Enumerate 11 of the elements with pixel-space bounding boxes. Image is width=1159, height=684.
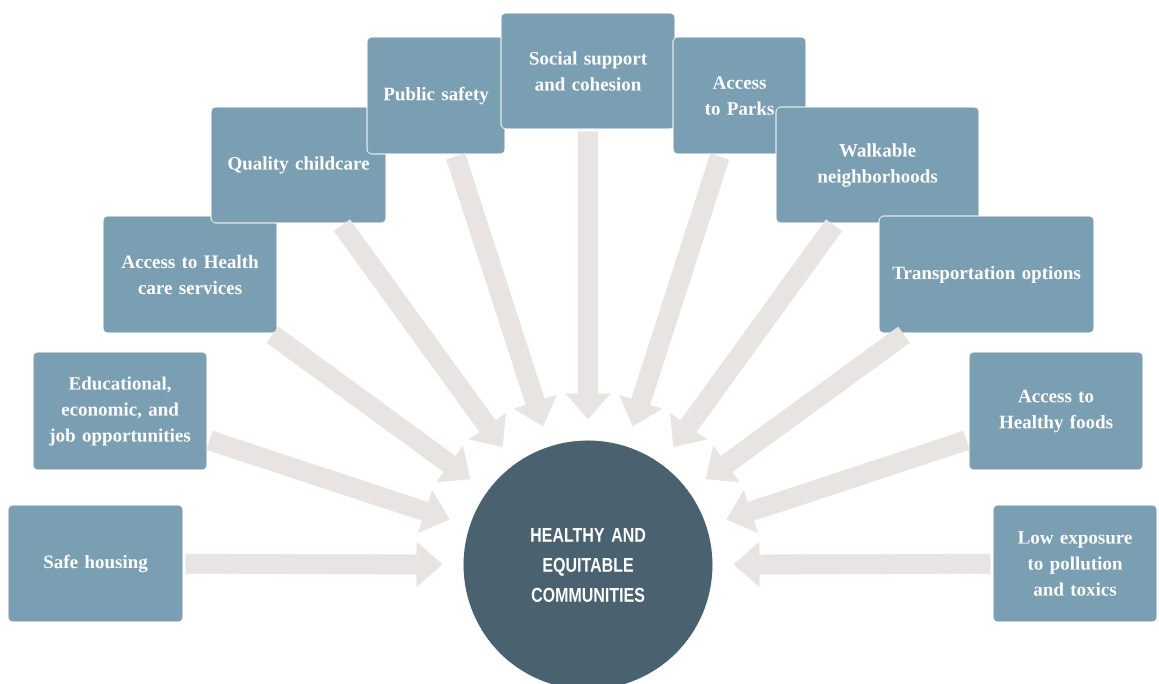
factor-box: Quality childcare <box>210 106 387 224</box>
factor-box: Educational, economic, and job opportunities <box>32 351 208 471</box>
factor-box: Access to Parks <box>672 36 807 155</box>
factor-box: Public safety <box>366 36 506 155</box>
factor-box: Access to Healthy foods <box>968 351 1144 471</box>
factor-box: Access to Health care services <box>102 215 278 334</box>
factor-box: Social support and cohesion <box>500 12 676 130</box>
factor-box: Safe housing <box>7 504 184 623</box>
factor-box: Transportation options <box>878 215 1095 334</box>
factor-box: Walkable neighborhoods <box>775 106 980 224</box>
factor-box: Low exposure to pollution and toxics <box>992 504 1158 623</box>
